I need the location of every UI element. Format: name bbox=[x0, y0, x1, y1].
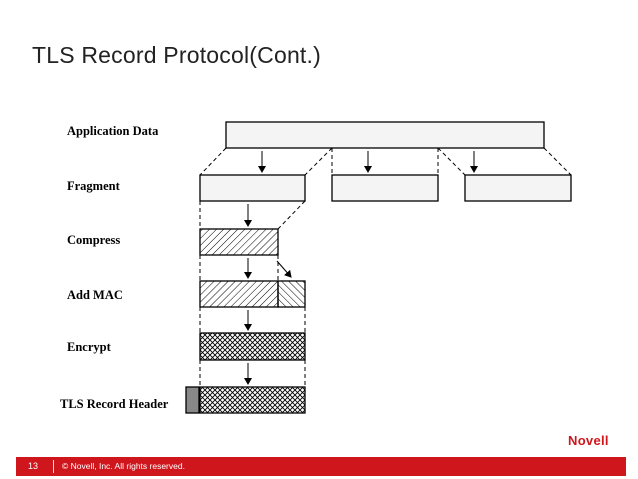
record-payload-block bbox=[199, 386, 306, 414]
stage-label-compress: Compress bbox=[67, 233, 120, 247]
mac-block bbox=[277, 280, 306, 308]
slide-title: TLS Record Protocol(Cont.) bbox=[32, 42, 321, 68]
pipeline-arrows bbox=[244, 204, 292, 385]
fragment-block-3 bbox=[464, 174, 572, 202]
stage-label-tls-record-header: TLS Record Header bbox=[60, 397, 169, 411]
stage-guide-lines bbox=[199, 200, 306, 387]
footer-divider bbox=[53, 460, 54, 473]
fragment-block-2 bbox=[331, 174, 439, 202]
fragment-arrows bbox=[258, 151, 478, 173]
fragment-split-lines bbox=[199, 147, 572, 176]
stage-label-application-data: Application Data bbox=[67, 124, 159, 138]
fragment-block-1 bbox=[199, 174, 306, 202]
footer-bar bbox=[16, 457, 626, 476]
page-number: 13 bbox=[27, 461, 38, 471]
novell-logo: Novell bbox=[568, 433, 609, 448]
application-data-block bbox=[225, 121, 545, 149]
copyright-text: © Novell, Inc. All rights reserved. bbox=[62, 461, 185, 471]
encrypted-block bbox=[199, 332, 306, 361]
stage-label-add-mac: Add MAC bbox=[67, 288, 123, 302]
compressed-data-block bbox=[199, 280, 279, 308]
stage-label-fragment: Fragment bbox=[67, 179, 121, 193]
stage-label-encrypt: Encrypt bbox=[67, 340, 112, 354]
tls-record-header-block bbox=[185, 386, 200, 414]
compressed-block bbox=[199, 228, 279, 256]
